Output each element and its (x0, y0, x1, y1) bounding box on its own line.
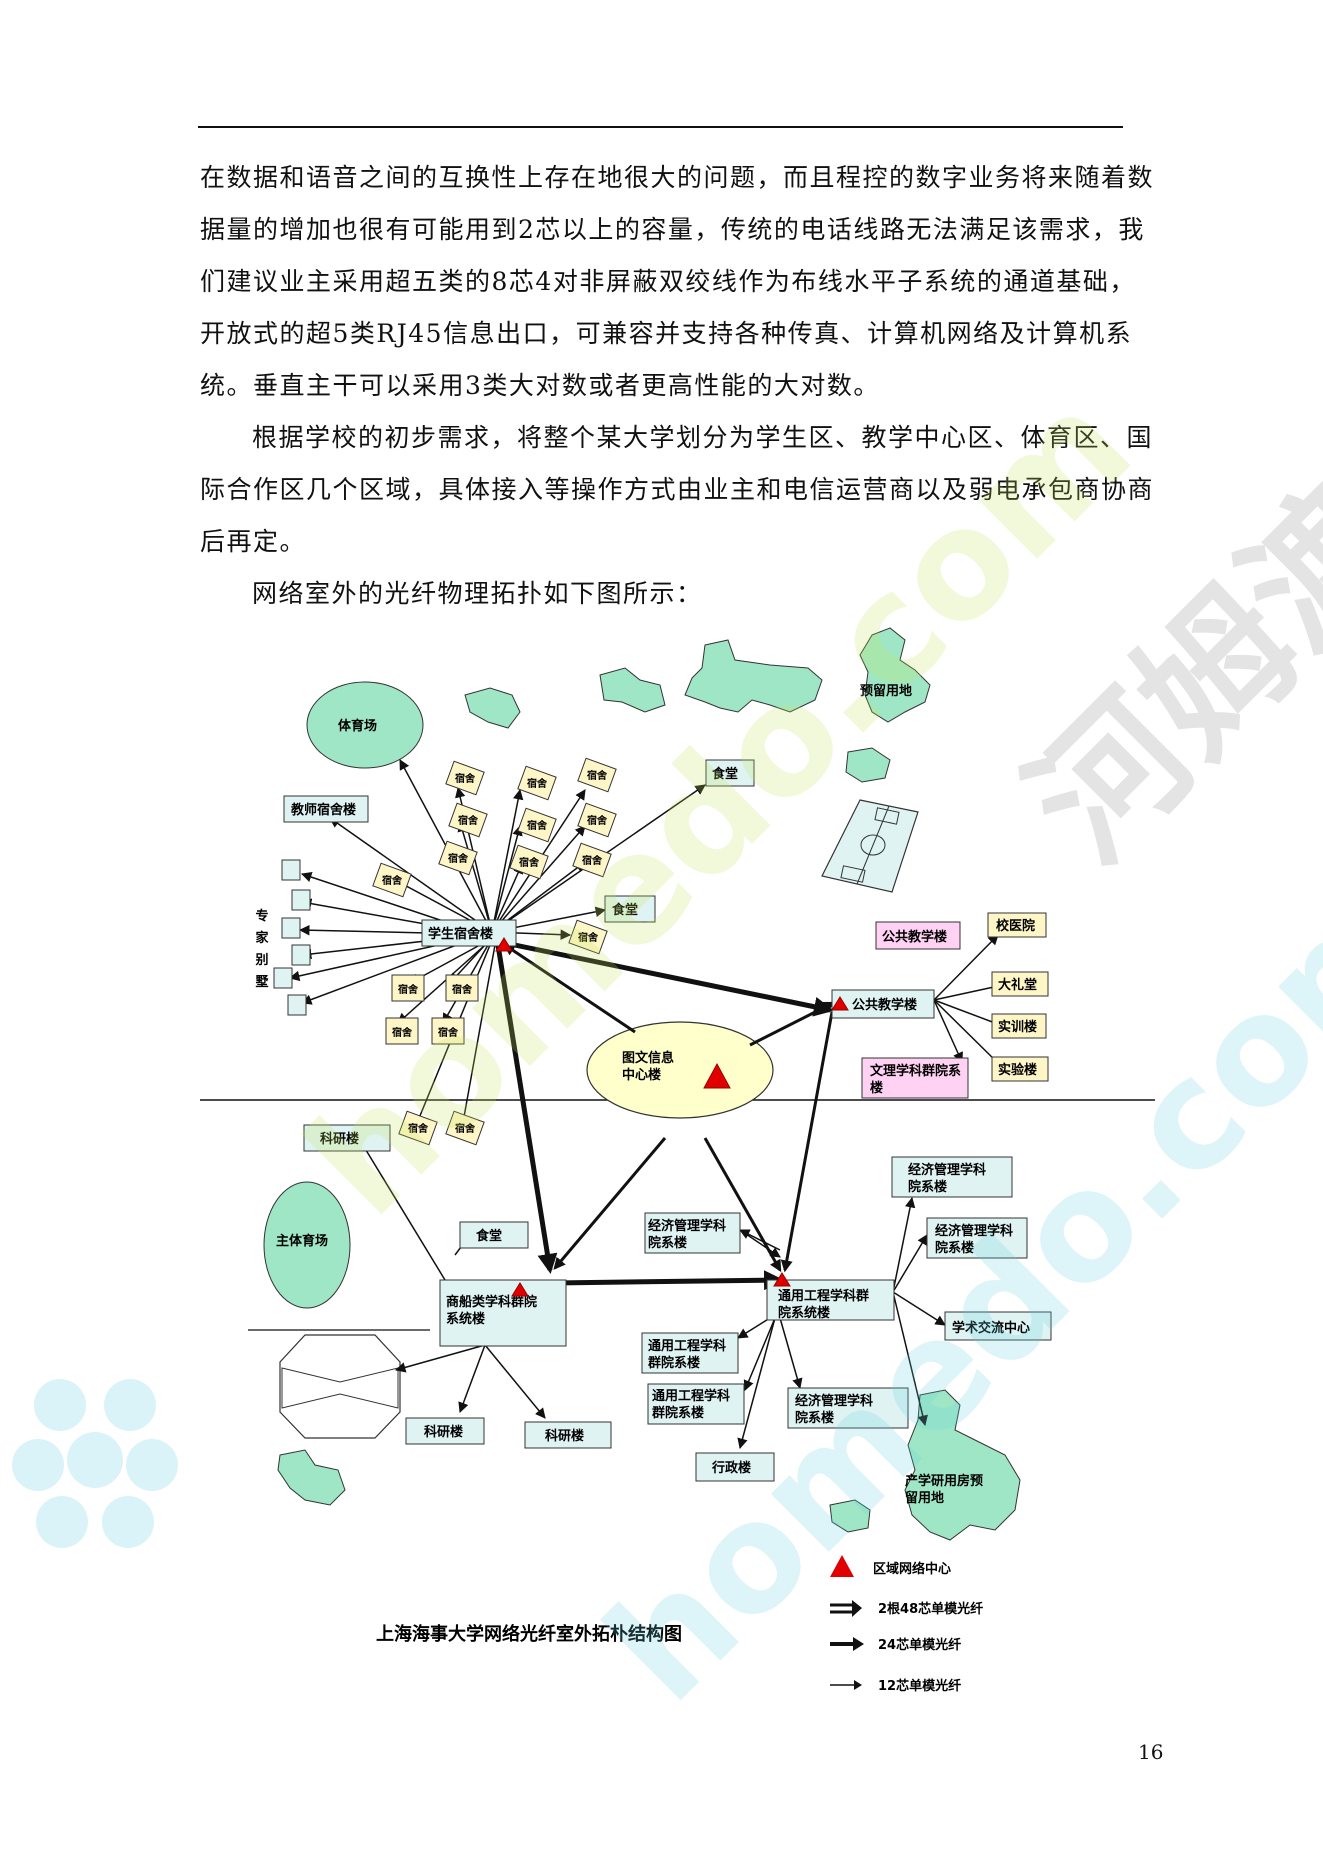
econ-label: 经济管理学科院系楼 (935, 1223, 1013, 1256)
dorm-label: 宿舍 (527, 777, 548, 790)
double-arrow-icon (830, 1600, 862, 1617)
paragraph: 网络室外的光纤物理拓扑如下图所示： (252, 579, 703, 608)
info-center-label: 图文信息中心楼 (622, 1050, 674, 1083)
land-patch (845, 747, 891, 783)
building-boxes: 教师宿舍楼 食堂 食堂 学生宿舍楼 公共教学楼 校医院 公共教学楼 大礼堂 实训… (283, 759, 1052, 1482)
research-label: 科研楼 (545, 1428, 584, 1444)
land-patch (829, 1499, 871, 1533)
svg-text:别: 别 (254, 953, 268, 968)
triangle-icon (830, 1555, 854, 1577)
football-field (821, 799, 919, 893)
research-label: 科研楼 (320, 1131, 359, 1147)
villa-label: 专 家 别 墅 (254, 908, 269, 990)
sports-hall-octagon (279, 1334, 401, 1439)
academic-exchange-label: 学术交流中心 (952, 1320, 1030, 1336)
legend-label: 12芯单模光纤 (878, 1678, 961, 1694)
network-center-triangle (495, 937, 513, 952)
medium-fiber-links (503, 943, 836, 1273)
info-center-ellipse (586, 1021, 774, 1119)
canteen-label: 食堂 (476, 1228, 502, 1244)
diagram-caption: 上海海事大学网络光纤室外拓朴结构图 (376, 1623, 682, 1645)
dorm-label: 宿舍 (392, 1026, 413, 1039)
dorm-label: 宿舍 (455, 772, 476, 785)
dorm-diamonds: 宿舍 宿舍 宿舍 宿舍 宿舍 宿舍 宿舍 宿舍 宿舍 宿舍 宿舍 宿舍 宿舍 (372, 757, 617, 1146)
dorm-label: 宿舍 (448, 852, 469, 865)
paragraph: 根据学校的初步需求，将整个某大学划分为学生区、教学中心区、体育区、国际合作区几个… (200, 423, 1155, 556)
land-patch (277, 1449, 346, 1506)
canteen-label: 食堂 (712, 766, 738, 782)
econ-label: 经济管理学科院系楼 (908, 1162, 986, 1195)
legend: 区域网络中心 2根48芯单模光纤 24芯单模光纤 12芯单模光纤 (830, 1555, 983, 1694)
dorm-label: 宿舍 (527, 819, 548, 832)
body-text: 在数据和语音之间的互换性上存在地很大的问题，而且程控的数字业务将来随着数据量的增… (200, 152, 1160, 620)
econ-label: 经济管理学科院系楼 (648, 1218, 726, 1251)
thick-arrow-icon (830, 1637, 864, 1651)
main-stadium-label: 主体育场 (276, 1233, 328, 1249)
student-dorm-label: 学生宿舍楼 (428, 926, 493, 942)
general-eng-center-label: 通用工程学科群院系统楼 (778, 1288, 869, 1321)
network-center-triangle (511, 1282, 529, 1297)
main-stadium-land (263, 1181, 351, 1309)
public-teaching-center-label: 公共教学楼 (852, 997, 917, 1013)
general-eng-label: 通用工程学科群院系楼 (648, 1338, 726, 1371)
liberal-arts-label: 文理学科群院系楼 (870, 1063, 961, 1096)
dorm-label: 宿舍 (587, 814, 608, 827)
dorm-label: 宿舍 (455, 1122, 476, 1135)
network-center-triangle (773, 1272, 791, 1287)
svg-text:墅: 墅 (255, 975, 268, 990)
legend-label: 24芯单模光纤 (878, 1637, 961, 1653)
multiline-labels: 图文信息中心楼文理学科群院系楼商船类学科群院系统楼经济管理学科院系楼通用工程学科… (446, 1050, 1013, 1506)
research-label: 科研楼 (424, 1424, 463, 1440)
dorm-label: 宿舍 (382, 874, 403, 887)
thin-arrow-icon (830, 1680, 862, 1690)
page-number: 16 (1138, 1740, 1164, 1764)
land-patch (684, 639, 823, 713)
reserved-land-label: 预留用地 (860, 683, 912, 699)
lab-label: 实验楼 (998, 1062, 1037, 1078)
dorm-label: 宿舍 (519, 856, 540, 869)
reserved-land (859, 627, 931, 723)
hospital-label: 校医院 (996, 918, 1035, 934)
stadium-land (306, 681, 424, 769)
legend-label: 2根48芯单模光纤 (878, 1601, 983, 1617)
auditorium-label: 大礼堂 (998, 977, 1037, 993)
villa-squares (273, 859, 311, 1016)
legend-label: 区域网络中心 (873, 1561, 951, 1577)
svg-text:家: 家 (255, 930, 269, 946)
industry-reserved-land (904, 1389, 1021, 1541)
network-center-triangle (831, 996, 849, 1011)
training-label: 实训楼 (998, 1019, 1037, 1035)
dorm-label: 宿舍 (398, 983, 419, 996)
paragraph: 在数据和语音之间的互换性上存在地很大的问题，而且程控的数字业务将来随着数据量的增… (200, 163, 1155, 400)
industry-reserved-label: 产学研用房预留用地 (905, 1473, 983, 1506)
heavy-fiber-links (495, 940, 834, 1291)
dorm-label: 宿舍 (587, 769, 608, 782)
header-rule (198, 126, 1123, 128)
stadium-label: 体育场 (338, 718, 377, 734)
svg-text:专: 专 (255, 908, 268, 924)
network-center-triangle (703, 1062, 731, 1089)
land-patch (464, 687, 521, 729)
dorm-label: 宿舍 (438, 1026, 459, 1039)
dorm-label: 宿舍 (458, 814, 479, 827)
dorm-label: 宿舍 (408, 1122, 429, 1135)
dorm-label: 宿舍 (578, 931, 599, 944)
public-teaching-label: 公共教学楼 (882, 929, 947, 945)
land-patch (599, 667, 666, 713)
admin-label: 行政楼 (711, 1460, 751, 1476)
marine-label: 商船类学科群院系统楼 (446, 1294, 537, 1327)
dorm-label: 宿舍 (582, 854, 603, 867)
region-labels: 体育场 预留用地 主体育场 (276, 683, 912, 1249)
general-eng-label: 通用工程学科群院系楼 (652, 1388, 730, 1421)
thin-fiber-link (739, 1229, 781, 1251)
dorm-label: 宿舍 (452, 983, 473, 996)
teacher-dorm-label: 教师宿舍楼 (290, 802, 356, 818)
econ-label: 经济管理学科院系楼 (795, 1393, 873, 1426)
network-center-triangles (495, 937, 849, 1297)
canteen-label: 食堂 (612, 902, 638, 918)
dorm-squares: 宿舍 宿舍 宿舍 宿舍 (385, 974, 479, 1045)
